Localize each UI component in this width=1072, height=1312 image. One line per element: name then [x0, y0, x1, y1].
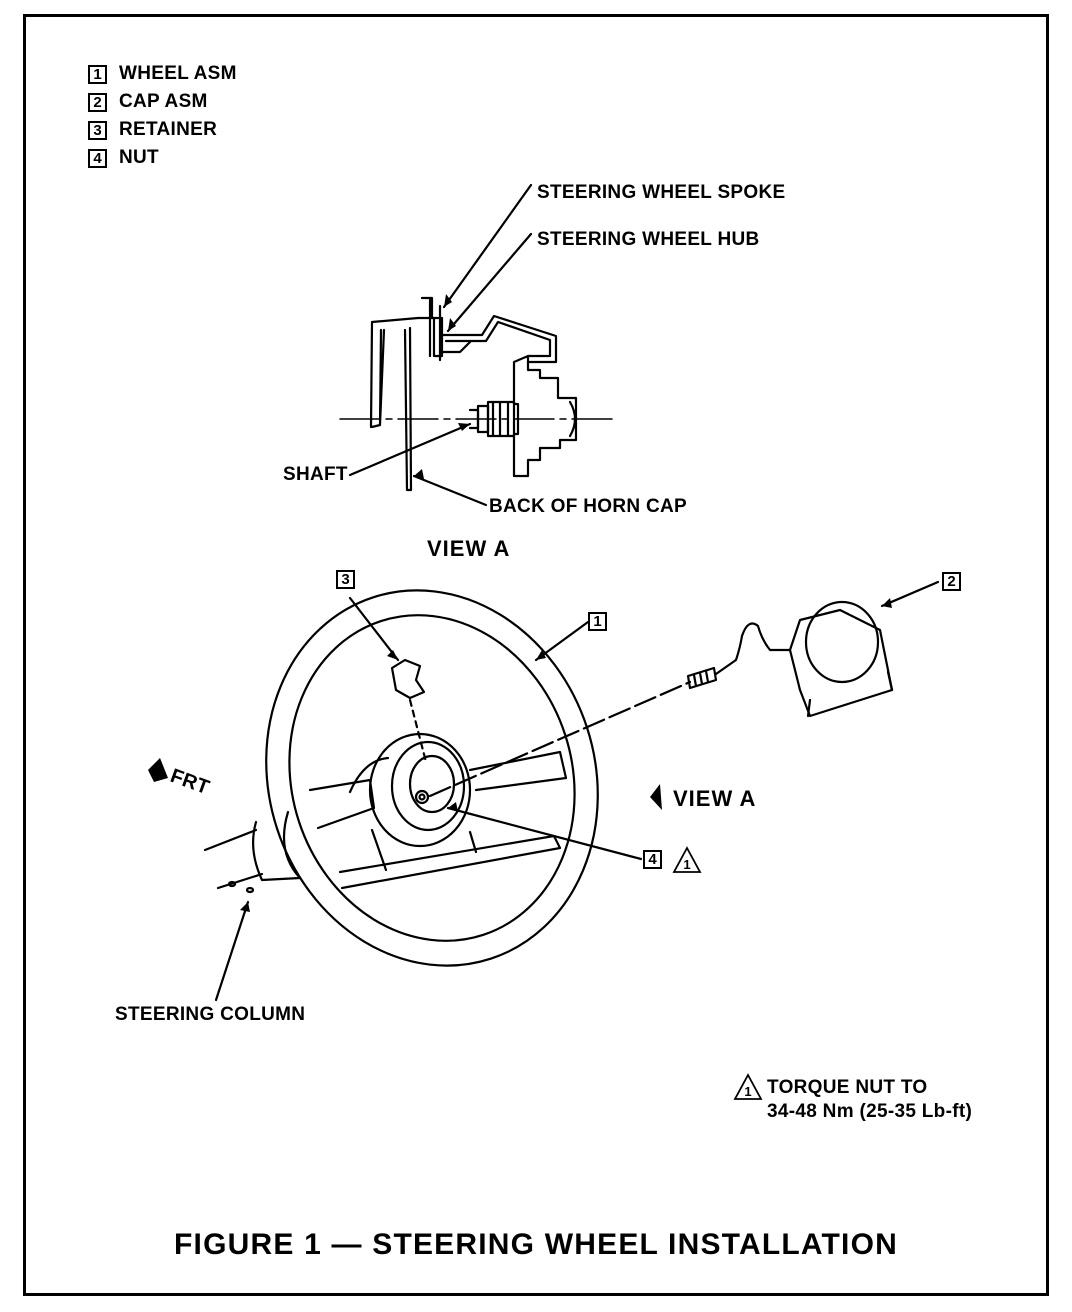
horn-cap-label: BACK OF HORN CAP	[489, 496, 687, 517]
steering-wheel-illustration	[203, 580, 940, 1002]
view-a-cross-section	[339, 183, 616, 507]
callout-number-box: 3	[336, 570, 355, 589]
legend-label: WHEEL ASM	[119, 63, 237, 84]
torque-note-line2: 34-48 Nm (25-35 Lb-ft)	[767, 1101, 973, 1122]
callout-wheel-asm: 1	[588, 612, 607, 631]
note-ref: 1	[744, 1084, 751, 1099]
front-arrow-icon	[148, 758, 168, 782]
callout-retainer: 3	[336, 570, 355, 589]
legend-item: 3 RETAINER	[88, 116, 237, 144]
legend-label: RETAINER	[119, 119, 218, 140]
legend-number-box: 4	[88, 148, 107, 168]
legend-item: 1 WHEEL ASM	[88, 60, 237, 88]
note-triangle-icon: 1	[733, 1073, 763, 1100]
legend-label: CAP ASM	[119, 91, 208, 112]
parts-legend: 1 WHEEL ASM 2 CAP ASM 3 RETAINER 4 NUT	[88, 60, 237, 172]
shaft-label: SHAFT	[283, 464, 348, 485]
callout-cap-asm: 2	[942, 572, 961, 591]
torque-note-line1: TORQUE NUT TO	[767, 1077, 928, 1098]
triangle-note-ref: 1	[683, 857, 690, 872]
callout-number-box: 1	[588, 612, 607, 631]
spoke-label: STEERING WHEEL SPOKE	[537, 182, 786, 203]
callout-number-box: 4	[643, 850, 662, 869]
view-direction-arrow-icon	[650, 784, 662, 810]
legend-label: NUT	[119, 147, 159, 168]
steering-column-label: STEERING COLUMN	[115, 1004, 306, 1025]
legend-number-box: 3	[88, 120, 107, 140]
warning-triangle-icon: 1	[672, 846, 702, 873]
leader-arrowheads	[240, 294, 892, 912]
hub-label: STEERING WHEEL HUB	[537, 229, 760, 250]
legend-item: 2 CAP ASM	[88, 88, 237, 116]
view-a-label: VIEW A	[673, 786, 757, 811]
callout-number-box: 2	[942, 572, 961, 591]
legend-number-box: 1	[88, 64, 107, 84]
legend-item: 4 NUT	[88, 144, 237, 172]
callout-nut: 4	[643, 850, 662, 869]
figure-border	[23, 14, 1049, 1296]
legend-number-box: 2	[88, 92, 107, 112]
view-a-heading: VIEW A	[427, 536, 511, 561]
figure-title: FIGURE 1 — STEERING WHEEL INSTALLATION	[174, 1228, 898, 1261]
